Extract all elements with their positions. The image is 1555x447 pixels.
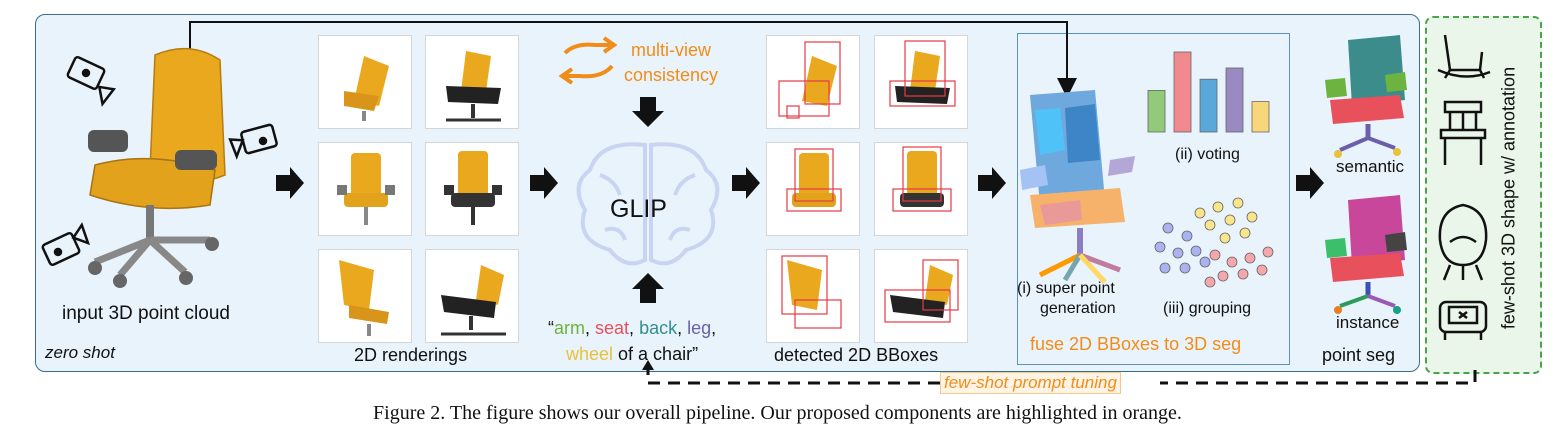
- few-shot-prompt-label: few-shot prompt tuning: [940, 372, 1121, 394]
- rendering-thumbnail: [318, 142, 412, 236]
- brain-icon: [576, 142, 720, 266]
- prompt-line-1: “arm, seat, back, leg,: [548, 318, 717, 338]
- glip-label: GLIP: [610, 195, 667, 223]
- cycle-arrows-icon: [558, 36, 618, 85]
- instance-label: instance: [1336, 313, 1400, 332]
- input-point-cloud-chair: [88, 47, 226, 288]
- voting-bar-chart: [1147, 51, 1270, 133]
- armchair-icon: [1438, 300, 1488, 340]
- renderings-label: 2D renderings: [354, 345, 468, 365]
- rendering-thumbnail: [425, 35, 519, 129]
- prompt-back: back: [639, 318, 678, 338]
- few-shot-shape-label: few-shot 3D shape w/ annotation: [1498, 66, 1519, 330]
- super-point-label-1: (i) super point: [1017, 280, 1115, 297]
- camera-icon: [41, 222, 91, 266]
- rendering-thumbnail: [425, 249, 519, 343]
- fuse-label: fuse 2D BBoxes to 3D seg: [1030, 334, 1242, 354]
- voting-bar: [1225, 67, 1244, 133]
- figure-caption: Figure 2. The figure shows our overall p…: [373, 402, 1182, 424]
- grouping-label: (iii) grouping: [1163, 300, 1252, 317]
- egg-chair-icon: [1438, 203, 1488, 281]
- camera-icon: [66, 56, 117, 107]
- rendering-thumbnail: [318, 249, 412, 343]
- few-shot-feedback-line: [646, 366, 1477, 385]
- detection-thumbnail: [874, 142, 968, 236]
- top-connector-line: [189, 21, 1077, 98]
- detection-thumbnail: [874, 35, 968, 129]
- camera-icon: [228, 123, 278, 160]
- voting-bar: [1147, 90, 1166, 133]
- detection-thumbnail: [766, 142, 860, 236]
- prompt-leg: leg: [687, 318, 712, 338]
- rendering-thumbnail: [425, 142, 519, 236]
- semantic-chair: [1325, 35, 1407, 158]
- grouping-dots: [1154, 197, 1274, 288]
- super-point-label-2: generation: [1040, 300, 1116, 317]
- point-seg-label: point seg: [1322, 345, 1396, 365]
- prompt-arm: arm: [554, 318, 585, 338]
- detection-thumbnail: [766, 249, 860, 343]
- flow-arrows: [276, 97, 1324, 303]
- voting-bar: [1251, 101, 1270, 133]
- consistency-label: consistency: [624, 65, 719, 85]
- semantic-label: semantic: [1336, 157, 1405, 176]
- voting-bar: [1173, 51, 1192, 133]
- input-label: input 3D point cloud: [62, 303, 230, 324]
- prompt-line-2: wheel of a chair”: [566, 344, 699, 364]
- prompt-seat: seat: [595, 318, 630, 338]
- rocking-chair-icon: [1437, 34, 1491, 79]
- detected-label: detected 2D BBoxes: [774, 345, 939, 365]
- multi-view-label: multi-view: [631, 40, 712, 60]
- detection-thumbnail: [766, 35, 860, 129]
- chair-icon: [1439, 100, 1487, 165]
- prompt-wheel: wheel: [566, 344, 614, 364]
- voting-bar: [1199, 78, 1218, 133]
- zero-shot-label: zero shot: [45, 343, 115, 362]
- rendering-thumbnail: [318, 35, 412, 129]
- super-point-chair: [1020, 90, 1135, 284]
- instance-chair: [1325, 195, 1407, 314]
- detection-thumbnail: [874, 249, 968, 343]
- voting-label: (ii) voting: [1175, 146, 1240, 163]
